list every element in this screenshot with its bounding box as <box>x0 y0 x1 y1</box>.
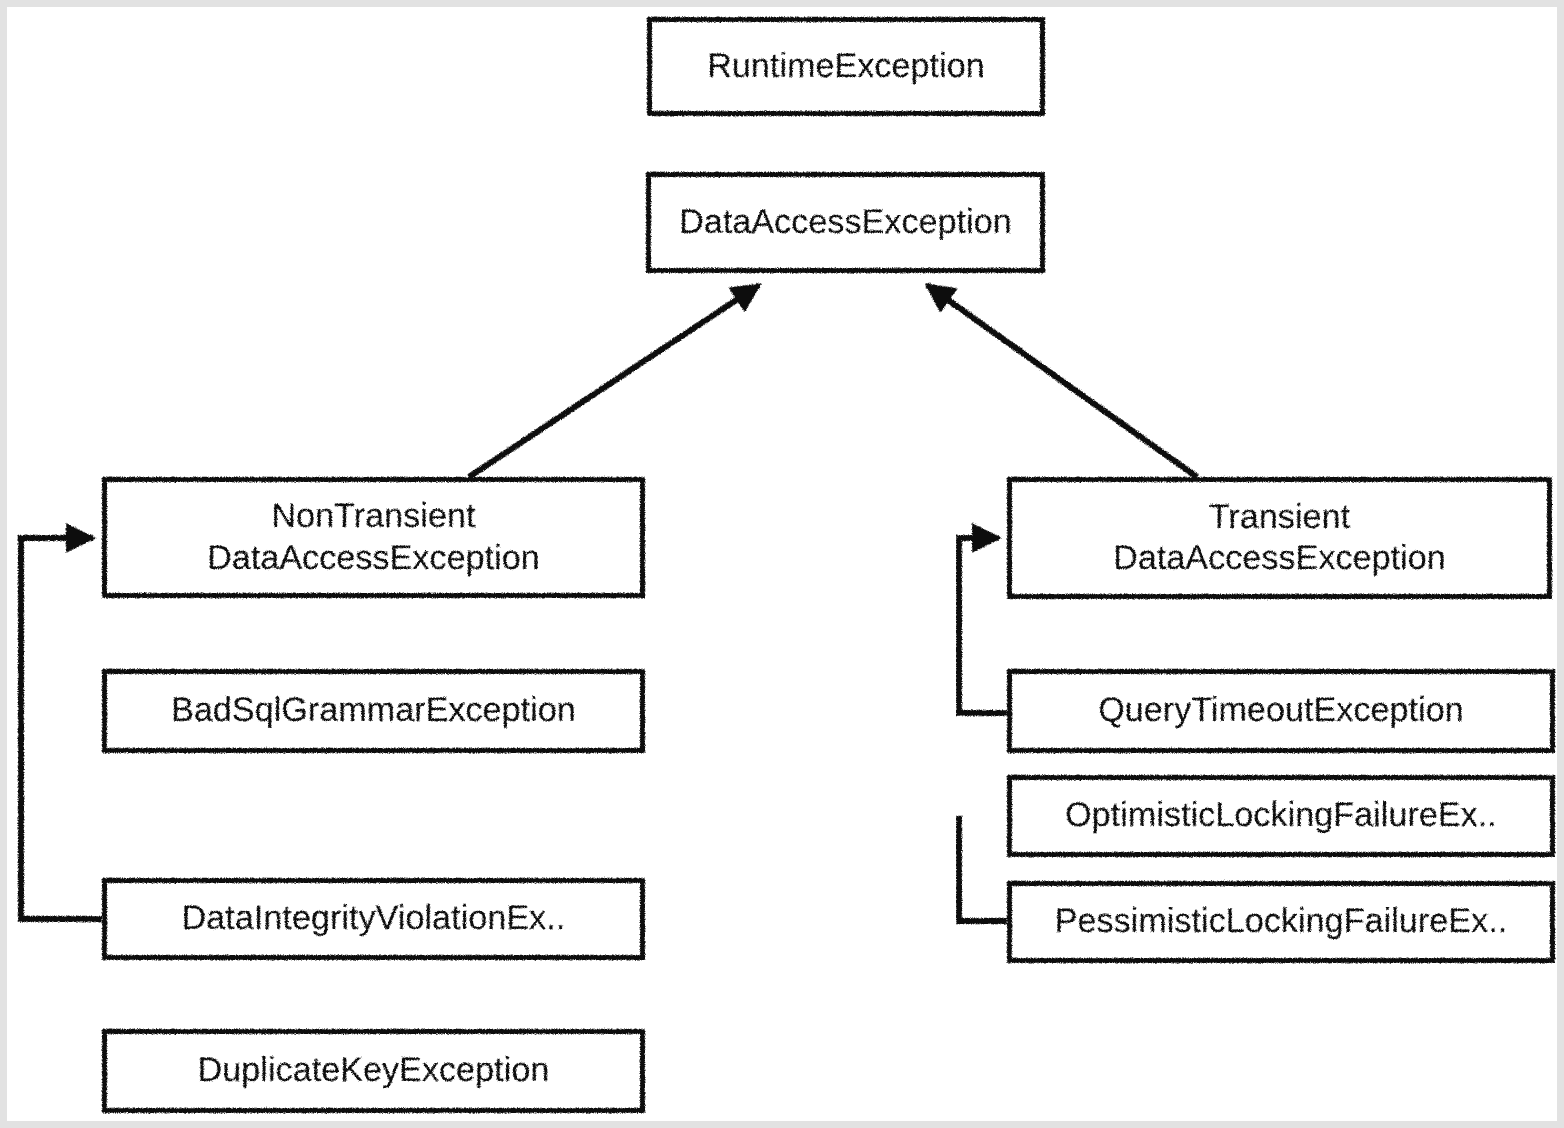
node-label: Transient DataAccessException <box>1113 497 1446 577</box>
connector-edge-querytimeout-to-transient <box>956 523 1007 716</box>
node-label: QueryTimeoutException <box>1098 691 1464 730</box>
node-runtime-exception[interactable]: RuntimeException <box>647 17 1045 116</box>
node-query-timeout-exception[interactable]: QueryTimeoutException <box>1007 669 1555 753</box>
node-label: RuntimeException <box>707 46 985 85</box>
node-label: DuplicateKeyException <box>197 1051 550 1090</box>
node-transient-data-access-exception[interactable]: Transient DataAccessException <box>1007 477 1552 599</box>
node-bad-sql-grammar-exception[interactable]: BadSqlGrammarException <box>102 669 645 753</box>
node-pessimistic-locking-failure-exception[interactable]: PessimisticLockingFailureEx.. <box>1007 881 1555 963</box>
node-data-access-exception[interactable]: DataAccessException <box>646 172 1045 273</box>
connector-edge-pessimistic-to-transient <box>956 816 1007 924</box>
node-label: NonTransient DataAccessException <box>207 497 540 577</box>
connector-edge-nontransient-to-dae <box>467 282 762 480</box>
node-label: DataIntegrityViolationEx.. <box>181 899 566 938</box>
node-label: PessimisticLockingFailureEx.. <box>1054 902 1508 941</box>
node-label: OptimisticLockingFailureEx.. <box>1065 796 1497 835</box>
node-label: DataAccessException <box>679 202 1012 241</box>
node-data-integrity-violation-exception[interactable]: DataIntegrityViolationEx.. <box>102 878 645 960</box>
node-duplicate-key-exception[interactable]: DuplicateKeyException <box>102 1029 645 1113</box>
node-optimistic-locking-failure-exception[interactable]: OptimisticLockingFailureEx.. <box>1007 775 1555 857</box>
node-non-transient-data-access-exception[interactable]: NonTransient DataAccessException <box>102 477 645 598</box>
connector-edge-integrity-to-nontransient <box>18 523 102 922</box>
connector-edge-transient-to-dae <box>924 282 1199 480</box>
diagram-connectors <box>18 122 1199 1029</box>
node-label: BadSqlGrammarException <box>171 691 576 730</box>
